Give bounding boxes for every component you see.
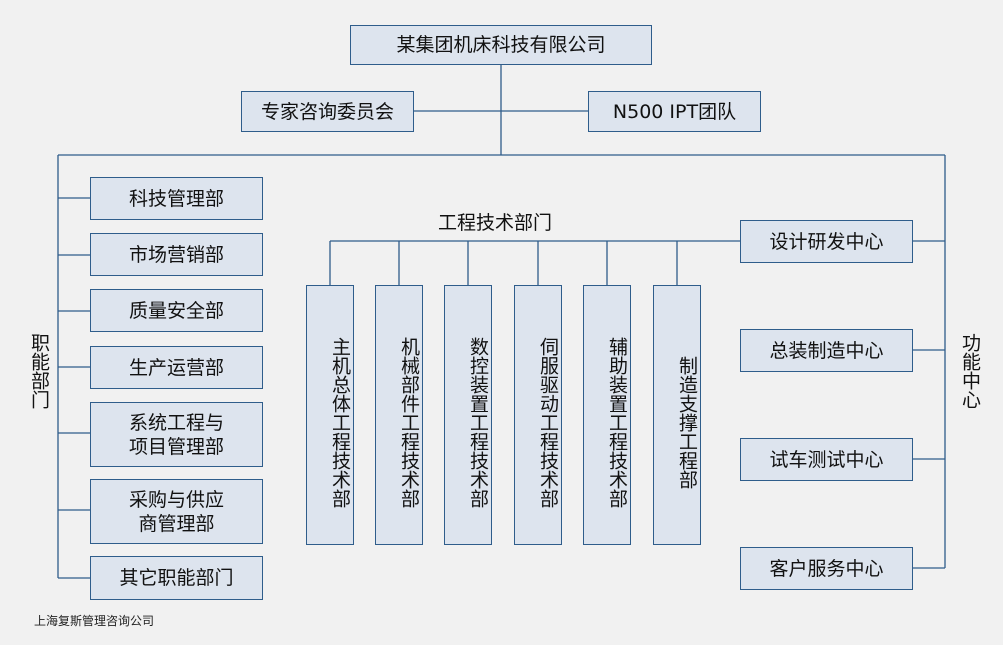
dept-box-production: 生产运营部 [90,346,263,389]
dept-box-tech-management: 科技管理部 [90,177,263,220]
dept-label: 生产运营部 [128,356,224,379]
ipt-team-label: N500 IPT团队 [612,100,737,123]
dept-box-marketing: 市场营销部 [90,233,263,276]
engineering-departments-label: 工程技术部门 [438,212,553,234]
eng-box-cnc-device: 数控装置工程技术部 [444,285,492,545]
dept-label: 其它职能部门 [119,567,234,589]
company-box: 某集团机床科技有限公司 [350,25,652,65]
eng-box-mechanical-parts: 机械部件工程技术部 [375,285,423,545]
center-box-assembly: 总装制造中心 [740,329,913,372]
eng-box-servo-drive: 伺服驱动工程技术部 [514,285,562,545]
dept-label: 科技管理部 [128,187,224,210]
functional-departments-label: 职能部门 [28,333,50,409]
advisory-committee-label: 专家咨询委员会 [260,100,394,123]
center-box-design-rd: 设计研发中心 [740,220,913,263]
center-label: 客户服务中心 [769,557,884,580]
dept-label: 质量安全部 [128,299,224,322]
dept-label-line2: 商管理部 [138,512,215,535]
dept-label-line1: 系统工程与 [128,411,224,434]
center-label: 总装制造中心 [769,339,884,362]
eng-box-auxiliary-device: 辅助装置工程技术部 [583,285,631,545]
company-name: 某集团机床科技有限公司 [396,34,606,56]
dept-label-line1: 采购与供应 [128,488,224,511]
dept-label-line2: 项目管理部 [128,435,224,458]
center-box-customer-service: 客户服务中心 [740,547,913,590]
dept-box-other: 其它职能部门 [90,556,263,600]
center-label: 设计研发中心 [769,230,884,253]
dept-box-quality-safety: 质量安全部 [90,289,263,332]
center-box-testing: 试车测试中心 [740,438,913,481]
center-label: 试车测试中心 [769,448,884,471]
dept-box-systems-engineering: 系统工程与 项目管理部 [90,402,263,467]
dept-label: 市场营销部 [128,243,224,266]
advisory-committee-box: 专家咨询委员会 [241,91,414,132]
dept-box-procurement: 采购与供应 商管理部 [90,479,263,544]
footer-credit: 上海复斯管理咨询公司 [34,614,155,628]
ipt-team-box: N500 IPT团队 [588,91,761,132]
eng-box-manufacturing-support: 制造支撑工程部 [653,285,701,545]
function-centers-label: 功能中心 [959,333,981,409]
eng-box-main-machine: 主机总体工程技术部 [306,285,354,545]
